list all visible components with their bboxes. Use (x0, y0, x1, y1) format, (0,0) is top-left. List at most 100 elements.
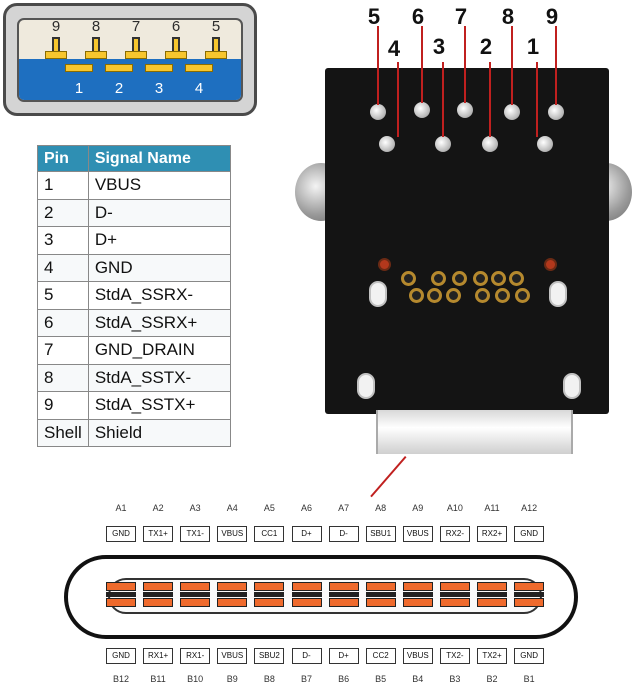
usb-c-pin-id: B2 (486, 674, 498, 684)
label-leader-line (489, 62, 491, 137)
usb-c-signal-box: GND (106, 648, 136, 664)
usb-c-contact-divider (291, 592, 322, 597)
usb-c-signal-box: RX2+ (477, 526, 507, 542)
pin-cell: 9 (37, 391, 89, 420)
usb-a-ss-pad (45, 51, 67, 59)
usb-c-pin-id: B4 (412, 674, 424, 684)
label-leader-line (377, 26, 379, 105)
usb-c-contact-divider (365, 592, 396, 597)
usb-c-signal-box: RX2- (439, 526, 470, 542)
usb-c-contact-bottom (254, 598, 285, 607)
pin-cell: 5 (37, 281, 89, 310)
usb-c-contact (328, 582, 359, 609)
usb-c-contact (217, 582, 248, 609)
usb-c-contact-bottom (514, 598, 545, 607)
usb-c-signal-box: TX2+ (477, 648, 507, 664)
usb-c-signal-box: D+ (291, 526, 322, 542)
board-pad (482, 136, 498, 152)
board-pin-label: 9 (545, 4, 559, 29)
usb-a-socket: 9 8 7 6 5 1 2 3 4 (17, 18, 243, 102)
board-slot-pad (549, 281, 567, 307)
usb-c-signal-box: CC2 (365, 648, 396, 664)
usb-c-signal-box: VBUS (217, 648, 248, 664)
usb-c-contact-top (254, 582, 285, 591)
usb-c-pin-id: A9 (412, 503, 424, 513)
board-via (431, 271, 446, 286)
board-pad (379, 136, 395, 152)
board-pad (435, 136, 451, 152)
signal-cell: Shield (87, 418, 231, 447)
table-header-row: Pin Signal Name (37, 145, 231, 172)
usb-c-pin-id: A12 (521, 503, 538, 513)
board-pin-label: 8 (501, 4, 515, 29)
board-slot-pad (357, 373, 375, 399)
board-via (495, 288, 510, 303)
usb-c-contact-top (439, 582, 470, 591)
usb-a-contact (185, 64, 213, 72)
board-pad (537, 136, 553, 152)
usb-c-contact-divider (514, 592, 545, 597)
board-pin-label: 3 (432, 34, 446, 59)
usb-c-signal-box: RX1+ (143, 648, 174, 664)
usb-c-signal-box: VBUS (402, 648, 433, 664)
usb-c-pin-id: B7 (300, 674, 312, 684)
column-header-signal: Signal Name (87, 145, 231, 172)
board-slot-pad (369, 281, 387, 307)
usb-a-connector: 9 8 7 6 5 1 2 3 4 (3, 3, 257, 116)
signal-cell: StdA_SSRX- (87, 281, 231, 310)
pin-cell: 4 (37, 253, 89, 282)
usb-c-pin-id: B8 (263, 674, 275, 684)
usb-c-pin-id: A1 (115, 503, 127, 513)
usb-c-pin-id: B11 (150, 674, 166, 684)
usb-a-ss-contact (92, 37, 100, 51)
usb-c-contact (477, 582, 507, 609)
usb-c-contact-bottom (143, 598, 174, 607)
usb-c-contact-top (328, 582, 359, 591)
signal-cell: StdA_SSTX+ (87, 391, 231, 420)
usb-c-signal-box: D+ (328, 648, 359, 664)
board-pin-label: 1 (526, 34, 540, 59)
usb-c-pin-id: B6 (338, 674, 350, 684)
usb-c-contact-divider (254, 592, 285, 597)
usb-a-pin-number: 3 (154, 80, 164, 97)
usb-c-contact-top (514, 582, 545, 591)
usb-c-signal-box: SBU1 (365, 526, 396, 542)
label-leader-line (421, 26, 423, 103)
usb-a-pin-number: 5 (211, 18, 221, 35)
label-leader-line (397, 62, 399, 137)
signal-cell: StdA_SSRX+ (87, 308, 231, 337)
usb-a-pin-number: 6 (171, 18, 181, 35)
usb-a-pin-number: 8 (91, 18, 101, 35)
board-via (409, 288, 424, 303)
board-via (544, 258, 557, 271)
usb-c-pin-id: A7 (338, 503, 350, 513)
board-via (427, 288, 442, 303)
usb-c-contact-bottom (477, 598, 507, 607)
usb-a-pin-number: 7 (131, 18, 141, 35)
usb-c-contact-top (217, 582, 248, 591)
board-pad (548, 104, 564, 120)
pin-cell: 8 (37, 363, 89, 392)
board-via (446, 288, 461, 303)
column-header-pin: Pin (37, 145, 89, 172)
pin-cell: 7 (37, 336, 89, 365)
board-pin-label: 7 (454, 4, 468, 29)
pin-cell: 6 (37, 308, 89, 337)
plug-pointer-line (370, 456, 407, 498)
board-via (509, 271, 524, 286)
board-pad (414, 102, 430, 118)
usb-c-pin-id: A8 (375, 503, 387, 513)
label-leader-line (442, 62, 444, 137)
usb-c-pin-id: A5 (263, 503, 275, 513)
usb-a-pin-number: 9 (51, 18, 61, 35)
usb-c-signal-box: CC1 (254, 526, 285, 542)
usb-a-pin-number: 4 (194, 80, 204, 97)
board-pin-label: 6 (411, 4, 425, 29)
usb-c-pin-id: A11 (484, 503, 500, 513)
usb-c-contact-divider (106, 592, 136, 597)
signal-cell: VBUS (87, 171, 231, 200)
